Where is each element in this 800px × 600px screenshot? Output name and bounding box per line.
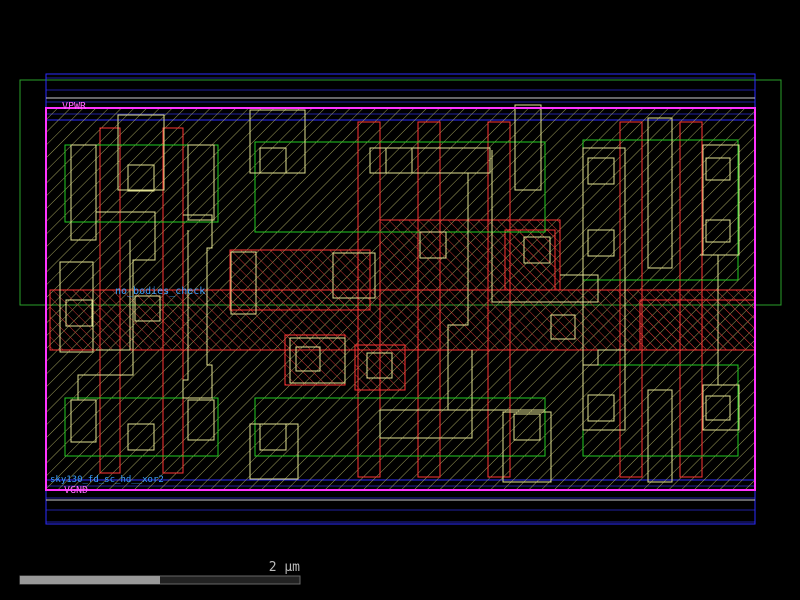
cell-boundary [45,107,756,491]
poly-gates [99,121,703,478]
cell-name-label: sky130_fd_sc_hd__xor2 [50,475,164,485]
li-shapes [59,104,740,483]
li-routes [77,110,719,411]
vpwr-pin-label: VPWR [62,101,87,112]
nwell-note-label: no_bodies_check [115,286,205,297]
rail-ticks [46,97,755,501]
scale-bar-label: 2 µm [269,560,300,575]
vgnd-pin-label: VGND [64,485,88,496]
scale-bar-fill [20,576,160,584]
scale-bar: 2 µm [19,560,301,585]
